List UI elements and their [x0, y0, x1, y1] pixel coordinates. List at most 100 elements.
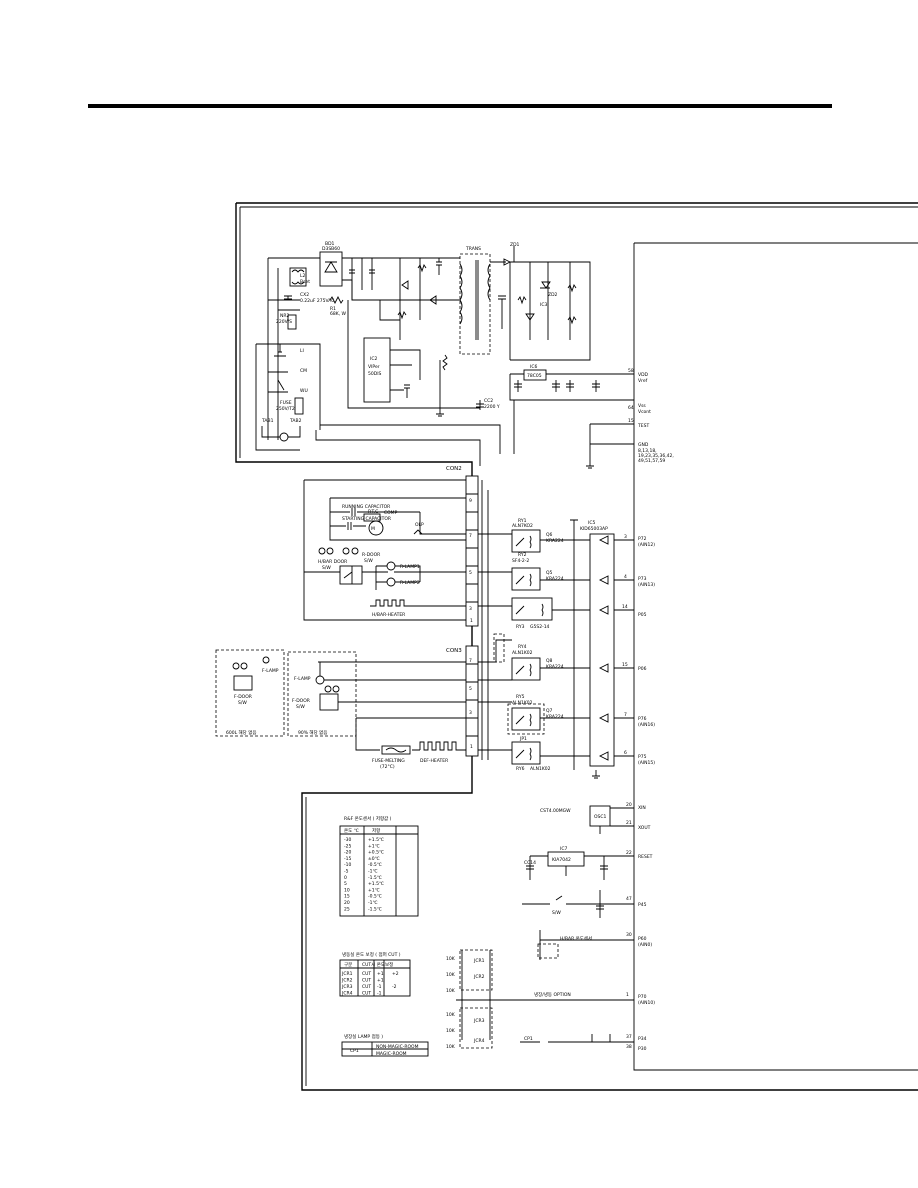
jcr12-box: [459, 949, 493, 991]
svg-text:220V/S: 220V/S: [276, 319, 292, 325]
svg-text:JCR1: JCR1: [473, 958, 485, 964]
terminal-4: [351, 547, 359, 555]
svg-text:ALN1K02: ALN1K02: [512, 650, 533, 656]
ic5-driver: [589, 533, 615, 767]
svg-text:6: 6: [624, 750, 627, 756]
svg-text:2200 Y: 2200 Y: [484, 404, 500, 410]
svg-text:78C05: 78C05: [527, 373, 542, 379]
svg-text:F-DOOR: F-DOOR: [234, 694, 252, 700]
svg-text:1: 1: [470, 744, 473, 750]
svg-text:XOUT: XOUT: [638, 825, 651, 831]
svg-text:P60: P60: [638, 936, 647, 942]
f-lamp-bulb: [315, 675, 325, 685]
svg-text:R-DOOR: R-DOOR: [362, 552, 380, 558]
jumper-table-cell: JCR4: [341, 991, 353, 997]
sensor-table-cell: +1℃: [368, 843, 380, 849]
sensor-table-cell: 20: [344, 900, 350, 906]
svg-text:JP1: JP1: [519, 736, 527, 742]
svg-text:냉동실 온도 보정 ( 점퍼 CUT ): 냉동실 온도 보정 ( 점퍼 CUT ): [342, 951, 401, 958]
svg-text:Bset: Bset: [300, 279, 310, 285]
svg-text:(AIN16): (AIN16): [638, 722, 655, 728]
svg-text:RY4: RY4: [518, 644, 527, 650]
jumper-table-cell: +1: [377, 978, 384, 984]
svg-text:(AIN0): (AIN0): [638, 942, 652, 948]
svg-text:(AIN15): (AIN15): [638, 760, 655, 766]
svg-text:Q7: Q7: [546, 708, 553, 714]
svg-text:KRA224: KRA224: [546, 714, 564, 720]
svg-text:CC14: CC14: [524, 860, 536, 866]
svg-text:JCR4: JCR4: [473, 1038, 485, 1044]
svg-text:Q5: Q5: [546, 570, 553, 576]
svg-text:P34: P34: [638, 1036, 647, 1042]
svg-text:KID65003AP: KID65003AP: [580, 526, 608, 532]
svg-text:TAB2: TAB2: [289, 418, 302, 424]
sensor-table-cell: -30: [344, 837, 351, 843]
loads-section: RUNNING CAPACITOR P.T.C STARTING CAPACIT…: [215, 479, 466, 770]
terminal-1: [318, 547, 326, 555]
svg-text:TEST: TEST: [637, 423, 649, 429]
svg-text:3: 3: [624, 534, 627, 540]
svg-text:9: 9: [469, 498, 472, 504]
svg-text:(72°C): (72°C): [380, 764, 395, 770]
svg-text:냉장/냉동 OPTION: 냉장/냉동 OPTION: [534, 991, 571, 998]
svg-text:1: 1: [470, 618, 473, 624]
sensor-table-cell: -1.5℃: [368, 906, 382, 912]
header-rule: [88, 104, 832, 108]
relay-ry3: [511, 597, 553, 621]
svg-text:8,13,18,: 8,13,18,: [638, 448, 657, 454]
sensor-table-cell: -20: [344, 850, 351, 856]
svg-text:47: 47: [626, 896, 632, 902]
svg-text:10K: 10K: [446, 1044, 456, 1050]
svg-text:L2: L2: [300, 273, 306, 279]
svg-text:49,51,57,59: 49,51,57,59: [638, 458, 665, 464]
svg-text:CP1: CP1: [350, 1048, 359, 1054]
sensor-table-cell: 5: [344, 881, 347, 887]
svg-text:CON2: CON2: [446, 466, 462, 472]
relay-ry2: [511, 567, 541, 591]
power-supply-section: L2 Bset CX2 0.22uF 275VAC NR2 220V/S BD1…: [255, 241, 630, 466]
svg-text:(AIN13): (AIN13): [638, 582, 655, 588]
svg-text:(AIN12): (AIN12): [638, 542, 655, 548]
svg-text:P72: P72: [638, 536, 647, 542]
svg-text:VDD: VDD: [638, 372, 649, 378]
svg-text:S/W: S/W: [238, 700, 247, 706]
svg-text:STARTING CAPACITOR: STARTING CAPACITOR: [342, 516, 391, 522]
svg-text:38: 38: [626, 1044, 632, 1050]
f-lamp-box-600l: [215, 649, 285, 737]
sensor-table-cell: -25: [344, 843, 351, 849]
svg-text:KRA224: KRA224: [546, 576, 564, 582]
sensor-table-cell: +1.5℃: [368, 881, 384, 887]
mcu-power-pins: 58 64 15 VDD Vref Vss Vcont TEST GND 8,1…: [586, 368, 674, 469]
svg-text:RY2: RY2: [518, 552, 527, 558]
svg-text:5: 5: [469, 570, 472, 576]
jumper-table-frame: [339, 959, 411, 997]
jp1-dashed: [507, 703, 545, 735]
sensor-table: R&F 온도센서 ( 저항값 ) 온도 ℃ 저항 -30+1.5℃-25+1℃-…: [339, 815, 419, 917]
svg-text:1: 1: [626, 992, 629, 998]
connector-strips: CON2 9 7 5 3 1 CON3 7 5 3 1: [446, 466, 489, 760]
svg-text:S/W: S/W: [364, 558, 373, 564]
svg-text:CP1: CP1: [524, 1036, 533, 1042]
jumper-table-cell: CUT: [362, 984, 371, 990]
svg-text:CUT시 온도보정: CUT시 온도보정: [362, 961, 393, 968]
jumper-table-cell: JCR1: [341, 971, 353, 977]
svg-text:7: 7: [469, 533, 472, 539]
svg-text:R-LAMP2: R-LAMP2: [400, 580, 420, 586]
svg-text:P70: P70: [638, 994, 647, 1000]
svg-text:SF4-2-2: SF4-2-2: [512, 558, 529, 564]
svg-text:RY3: RY3: [516, 624, 525, 630]
svg-text:P73: P73: [638, 576, 647, 582]
sensor-table-cell: -10: [344, 862, 351, 868]
svg-text:FUSE-MELTING: FUSE-MELTING: [372, 758, 405, 764]
svg-text:20: 20: [626, 802, 632, 808]
svg-text:RY1: RY1: [518, 518, 527, 524]
svg-text:ALN7KO2: ALN7KO2: [512, 523, 533, 529]
ic2-viper-regulator: [363, 337, 391, 403]
relay-drivers: IC5 KID65003AP 3 4 14 15 7 6 P72 (AIN12)…: [478, 518, 655, 779]
svg-text:OLP: OLP: [415, 522, 424, 528]
jumper-table-cell: +2: [392, 971, 399, 977]
door-switch-box: [339, 565, 363, 585]
sensor-table-cell: -0.5℃: [368, 862, 382, 868]
